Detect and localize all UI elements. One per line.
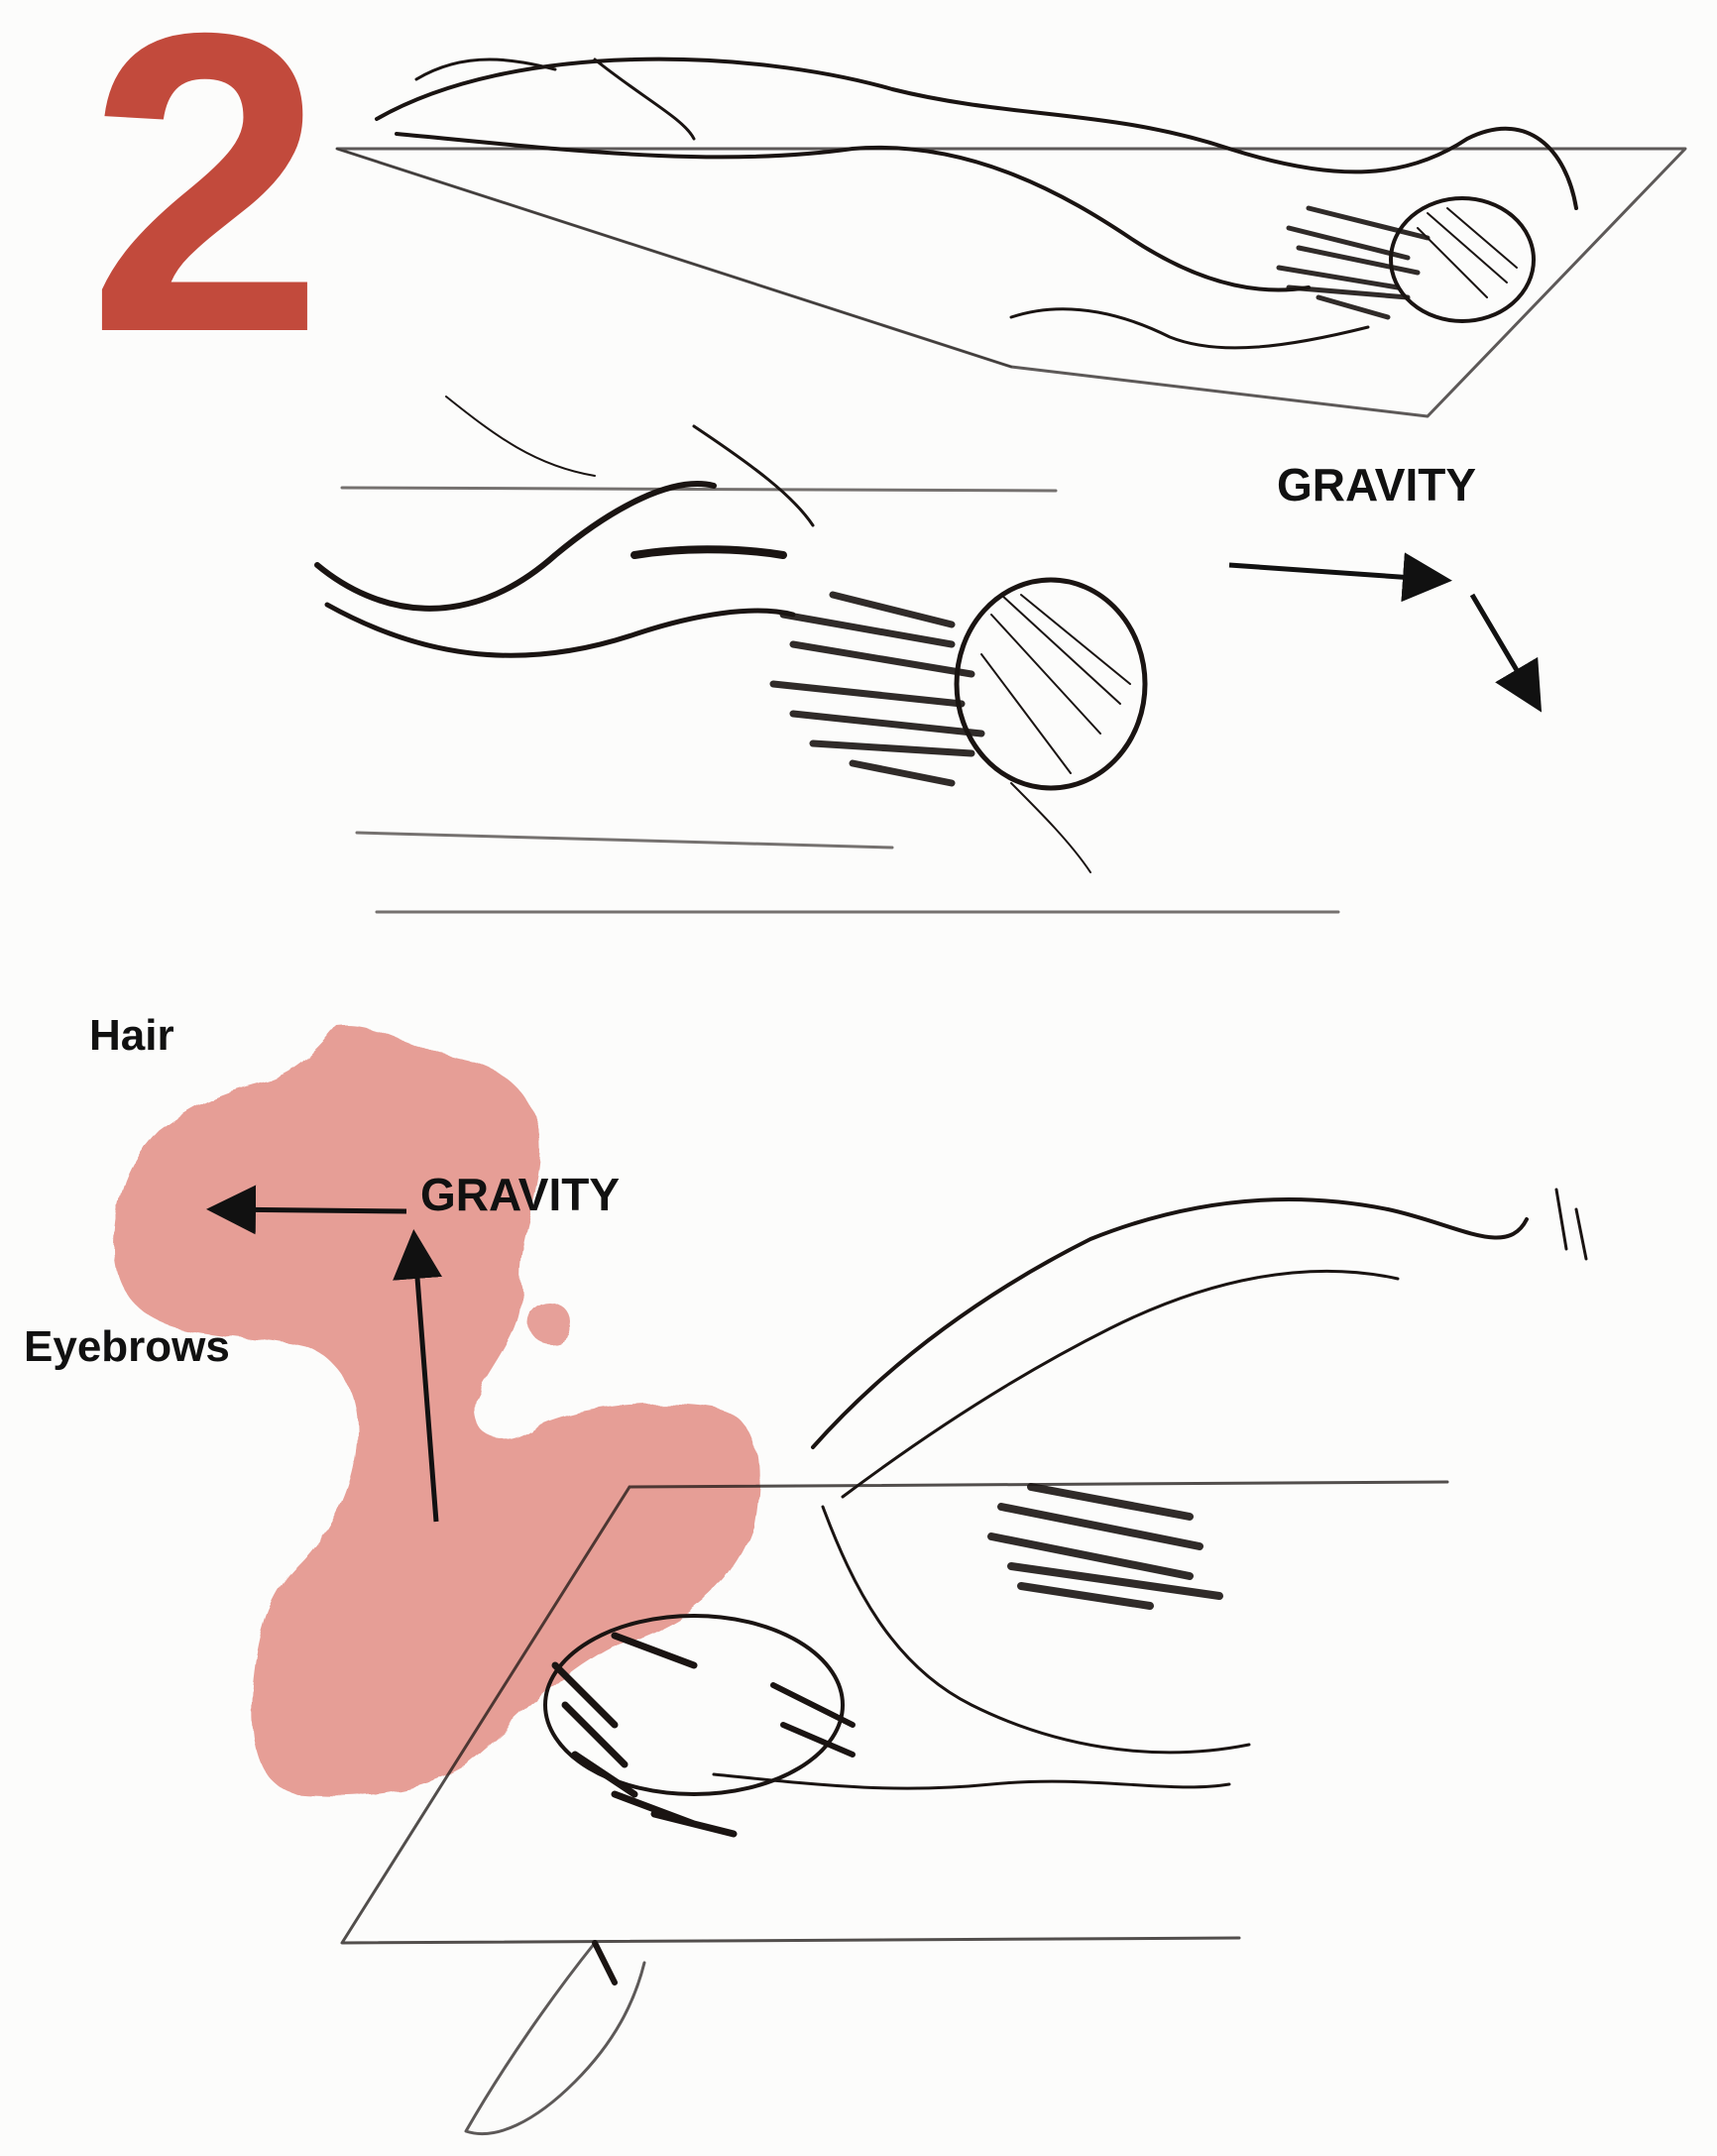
hair-label: Hair	[89, 1011, 174, 1061]
eyebrows-label: Eyebrows	[24, 1322, 230, 1372]
sketch-lying-figure-top	[337, 59, 1685, 416]
sketch-lying-figure-middle	[317, 397, 1338, 912]
arrow-left-icon	[216, 1209, 406, 1211]
arrow-right-icon	[1229, 565, 1442, 580]
gravity-label-top: GRAVITY	[1277, 458, 1476, 511]
gravity-label-bottom: GRAVITY	[420, 1168, 620, 1221]
arrow-down-right-icon	[1472, 595, 1537, 704]
stain-region	[114, 1025, 758, 1795]
